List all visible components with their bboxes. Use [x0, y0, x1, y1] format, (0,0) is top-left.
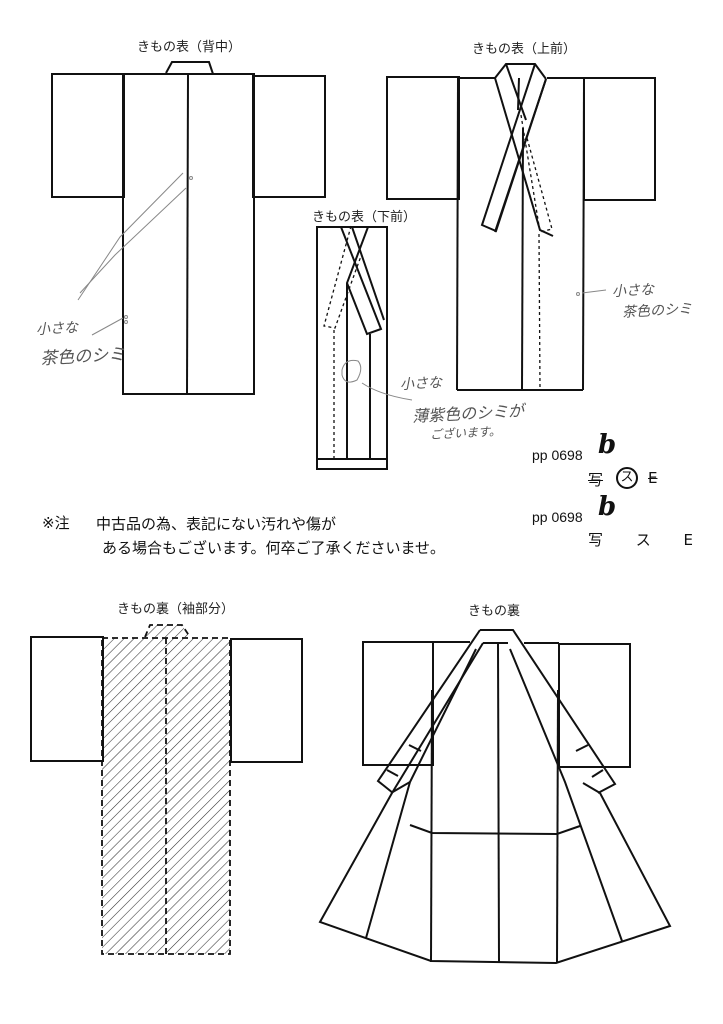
disclaimer-note: 中古品の為、表記にない汚れや傷が ある場合もございます。何卒ご了承くださいませ。 — [96, 512, 445, 560]
note-prefix: ※注 — [42, 514, 70, 532]
sleeve-lining-kimono — [30, 624, 303, 955]
struck-mark-e: E — [648, 469, 658, 487]
title-upper-front: きもの表（上前） — [472, 42, 577, 57]
lower-front-hidden-collar — [323, 225, 362, 458]
printed-code-suffix: b — [598, 492, 617, 522]
upper-front-stain-note-line2: 茶色のシミ — [621, 301, 693, 321]
inner-lining-kimono — [318, 629, 672, 965]
title-lower-front: きもの表（下前） — [312, 210, 417, 225]
note-line1: 中古品の為、表記にない汚れや傷が — [96, 515, 337, 533]
back-stain-note-line1: 小さな — [35, 319, 79, 339]
title-back-outer: きもの表（背中） — [137, 40, 242, 55]
note-line2: ある場合もございます。何卒ご了承くださいませ。 — [102, 539, 446, 557]
lower-front-stain-marker — [341, 359, 413, 401]
lower-front-stain-note-line1: 小さな — [399, 374, 443, 394]
upper-front-kimono — [386, 63, 656, 391]
product-code-box: pp 0698 b 写 ス E pp 0698 b 写 ス E — [508, 425, 718, 560]
back-stain-pencil-marks — [77, 172, 193, 336]
title-inner-lining: きもの裏 — [468, 604, 521, 619]
struck-mark-sha: 写 — [588, 471, 604, 489]
upper-front-stain-note-line1: 小さな — [611, 281, 655, 301]
handwritten-code-suffix: b — [598, 430, 617, 460]
lower-front-kimono — [316, 226, 388, 470]
printed-code: pp 0698 — [532, 509, 583, 525]
upper-front-stain-marker — [576, 289, 607, 296]
back-stain-note-line2: 茶色のシミ — [39, 344, 126, 370]
circled-mark-su: ス — [616, 467, 638, 489]
upper-front-hidden-collar — [520, 114, 553, 391]
title-sleeve-lining: きもの裏（袖部分） — [117, 602, 235, 617]
printed-marks: 写 ス E — [588, 531, 708, 549]
handwritten-code: pp 0698 — [532, 447, 583, 463]
